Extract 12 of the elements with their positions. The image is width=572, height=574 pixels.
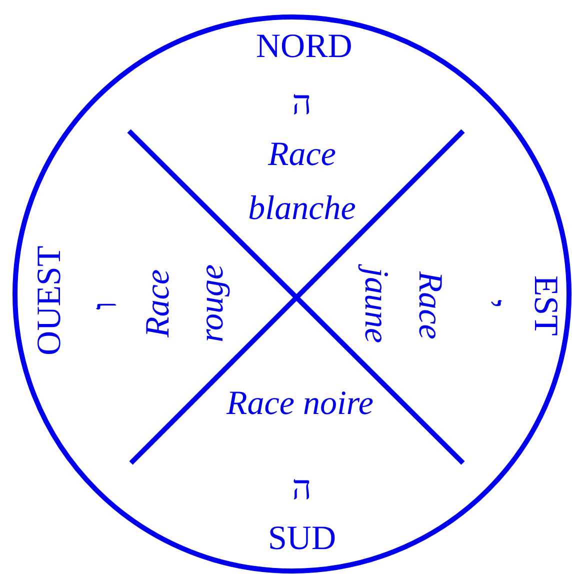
direction-label: SUD: [268, 518, 336, 558]
region-label: Race jaune: [348, 230, 456, 380]
region-label: Race blanche: [247, 134, 357, 229]
region-label: Race rouge: [138, 262, 232, 344]
direction-label: OUEST: [30, 245, 70, 355]
hebrew-letter: ו: [85, 300, 124, 310]
direction-label: EST: [526, 274, 565, 336]
direction-label: NORD: [256, 26, 352, 66]
hebrew-letter: ה: [292, 468, 312, 508]
hebrew-letter: י: [472, 298, 512, 308]
region-label: Race noire: [225, 384, 374, 424]
hebrew-letter: ה: [292, 84, 312, 123]
